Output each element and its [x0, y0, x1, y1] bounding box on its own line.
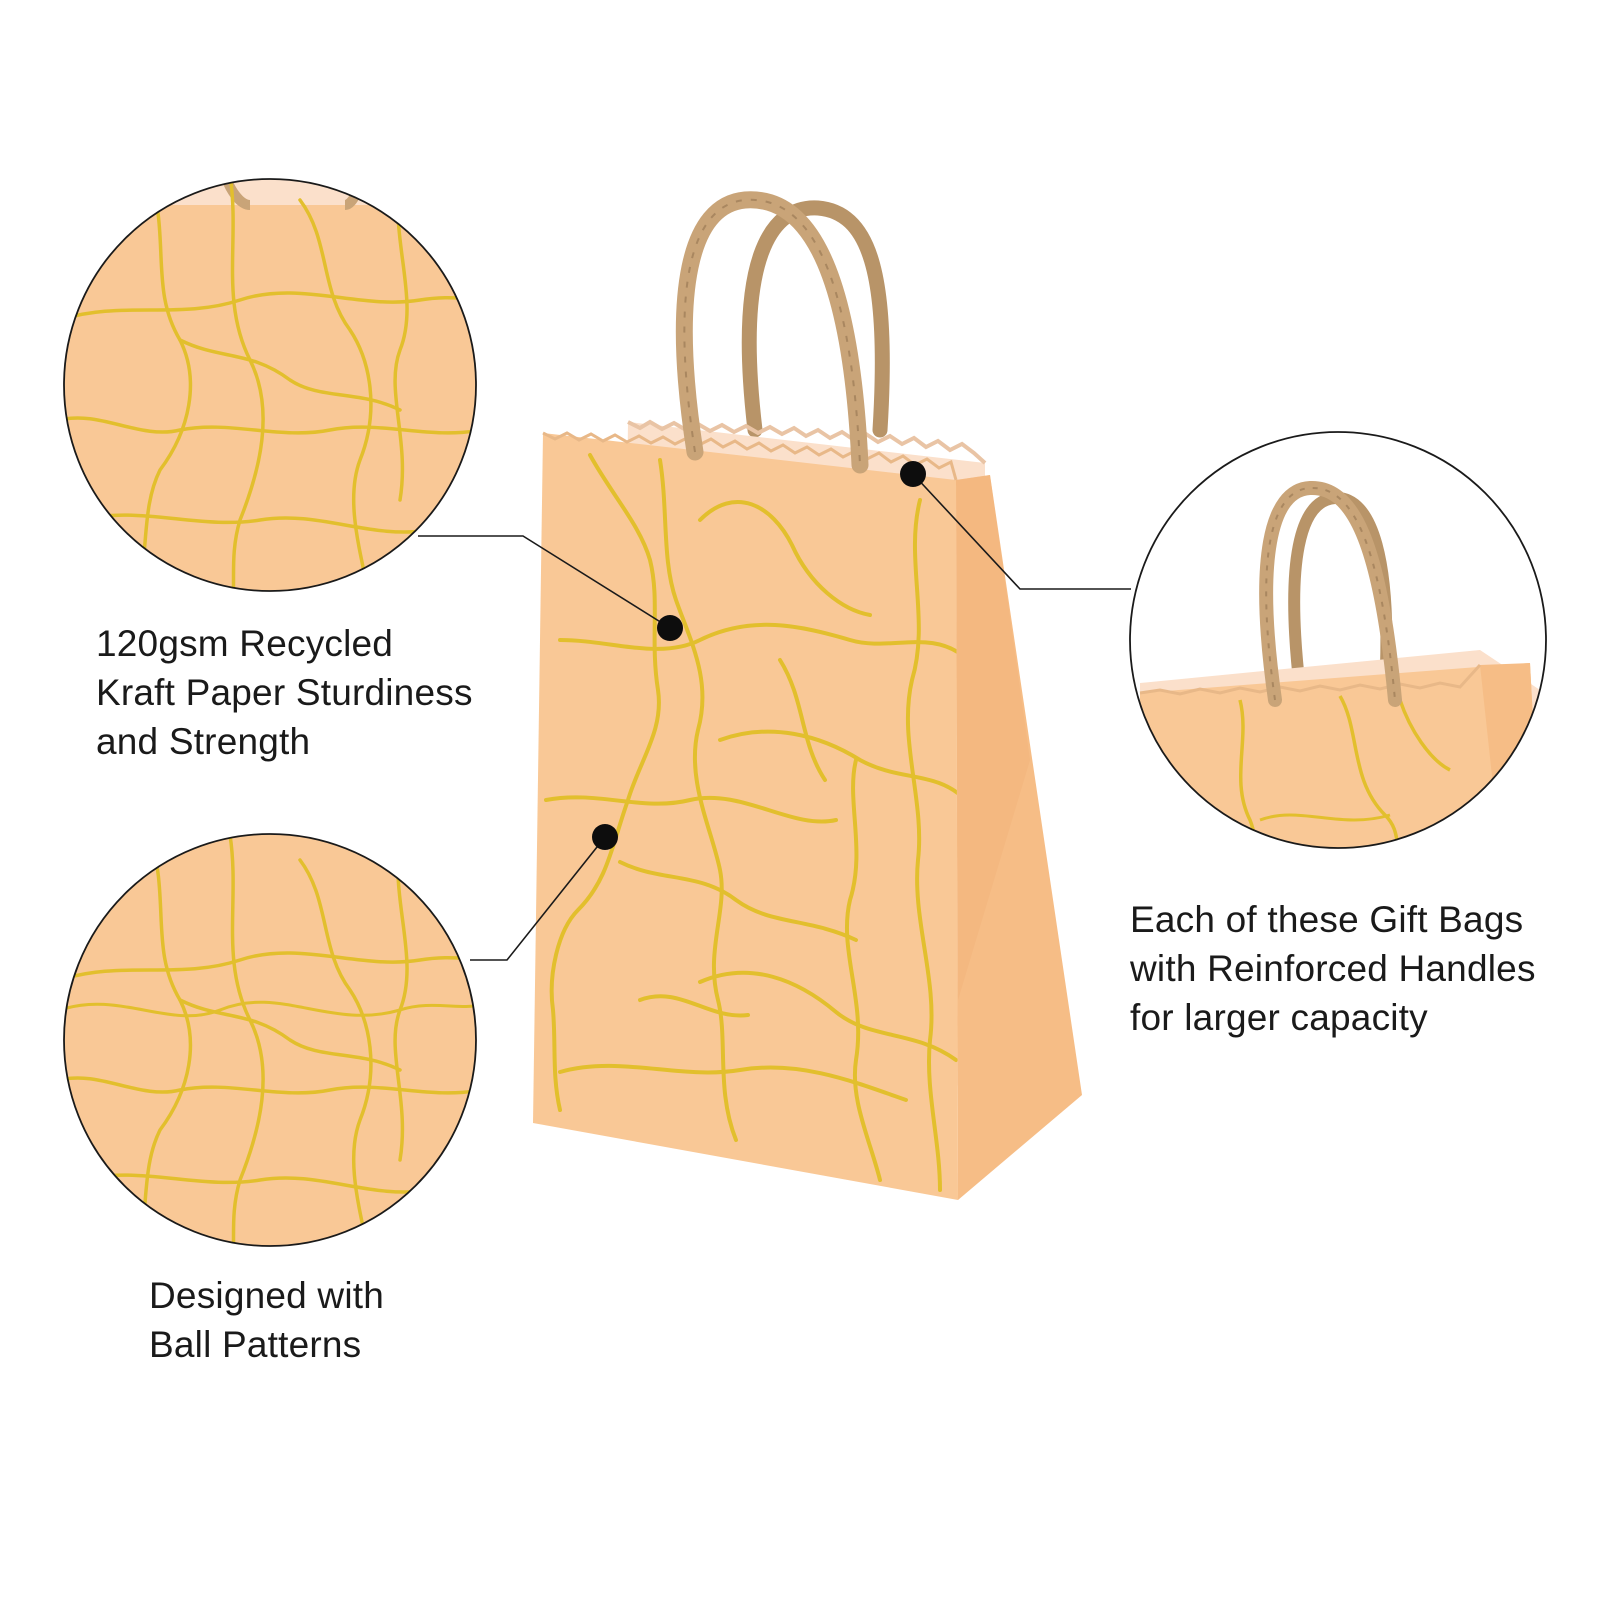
callout-dot-handles	[900, 461, 926, 487]
main-gift-bag-illustration	[533, 191, 1082, 1200]
callout-handles-line-1: Each of these Gift Bags	[1130, 899, 1524, 940]
callout-material-line-3: and Strength	[96, 721, 311, 762]
detail-circle-material	[63, 178, 477, 592]
leader-line-pattern	[470, 824, 618, 961]
bag-side-fold-shadow	[956, 475, 1030, 1000]
bag-handle-twist-texture	[683, 198, 861, 466]
callout-dot-pattern	[592, 824, 618, 850]
bag-handle-back	[741, 200, 890, 438]
callout-dot-material	[657, 615, 683, 641]
callout-handles-line-2: with Reinforced Handles	[1130, 948, 1536, 989]
callout-text-handles: Each of these Gift Bags with Reinforced …	[1130, 895, 1536, 1042]
callout-text-material: 120gsm Recycled Kraft Paper Sturdiness a…	[96, 619, 473, 766]
callout-text-pattern: Designed with Ball Patterns	[149, 1271, 384, 1369]
leader-line-handles	[900, 461, 1131, 590]
detail-circle-handles	[1129, 431, 1547, 849]
callout-material-line-2: Kraft Paper Sturdiness	[96, 672, 473, 713]
bag-front-face	[533, 433, 958, 1200]
callout-pattern-line-1: Designed with	[149, 1275, 385, 1316]
callout-handles-line-3: for larger capacity	[1130, 997, 1428, 1038]
callout-material-line-1: 120gsm Recycled	[96, 623, 394, 664]
bag-front-serrated-edge	[542, 431, 958, 481]
leader-line-material	[418, 535, 683, 641]
detail-circle-pattern	[63, 833, 477, 1247]
callout-pattern-line-2: Ball Patterns	[149, 1324, 362, 1365]
